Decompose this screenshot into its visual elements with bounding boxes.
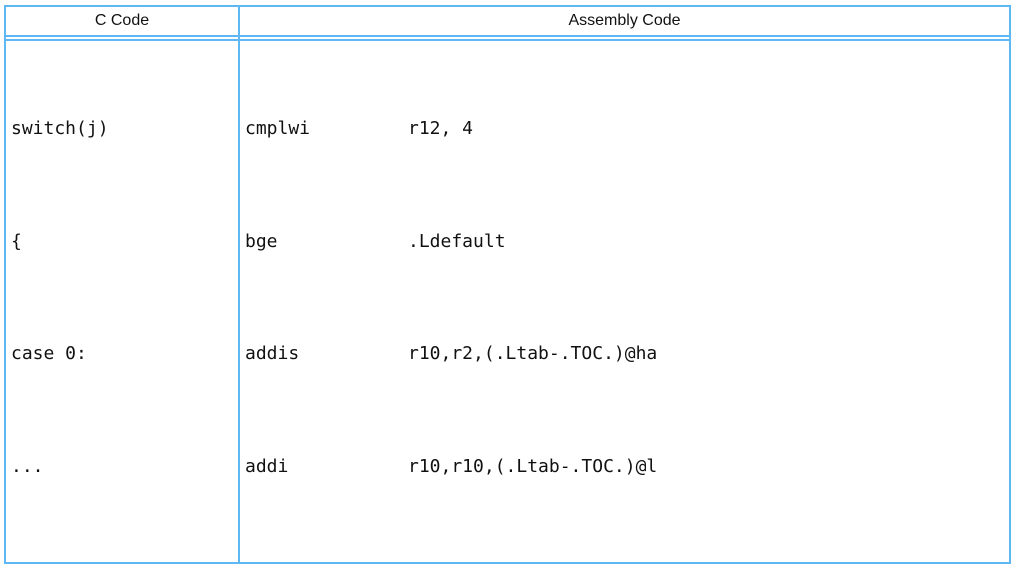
assembly-mnemonic: bge xyxy=(245,230,278,252)
assembly-mnemonic: addi xyxy=(245,455,289,477)
c-code-block: switch(j) { case 0: ... case 1: ... case… xyxy=(6,41,238,562)
assembly-mnemonic: addis xyxy=(245,343,300,364)
assembly-code-cell: cmplwi r12, 4 bge .Ldefault addis r10,r2,(.… xyxy=(240,41,1009,562)
assembly-operands: r10,r10,(.Ltab-.TOC.)@l xyxy=(408,455,658,477)
header-separator-divider xyxy=(6,37,240,39)
table-header-row: C Code Assembly Code xyxy=(6,7,1009,37)
column-header-assembly-code: Assembly Code xyxy=(568,12,681,29)
header-separator xyxy=(6,37,1009,41)
assembly-mnemonic: slwi xyxy=(245,560,408,562)
assembly-code-block: cmplwi r12, 4 bge .Ldefault addis r10,r2,(.… xyxy=(240,41,1009,562)
code-comparison-table: C Code Assembly Code switch(j) { case 0:… xyxy=(4,5,1011,564)
assembly-operands: r12, 4 xyxy=(408,118,474,139)
assembly-operands: .Ldefault xyxy=(408,230,506,252)
c-code-line: switch(j) xyxy=(11,118,109,139)
c-code-line: { xyxy=(11,230,22,252)
assembly-line: addi r10,r10,(.Ltab-.TOC.)@l xyxy=(245,448,1009,486)
c-code-cell: switch(j) { case 0: ... case 1: ... case… xyxy=(6,41,240,562)
assembly-line: bge .Ldefault xyxy=(245,223,1009,261)
assembly-operands: r10,r2,(.Ltab-.TOC.)@ha xyxy=(408,343,658,364)
column-header-c-code: C Code xyxy=(6,7,240,35)
table-body: switch(j) { case 0: ... case 1: ... case… xyxy=(6,41,1009,562)
assembly-mnemonic: cmplwi xyxy=(245,118,311,139)
assembly-line: cmplwi r12, 4 xyxy=(245,110,1009,148)
c-code-line: case 0: xyxy=(11,343,87,364)
c-code-line: case 1: xyxy=(11,560,238,562)
assembly-line: slwir12,2 xyxy=(245,560,1009,562)
c-code-line: ... xyxy=(11,455,44,477)
assembly-line: addis r10,r2,(.Ltab-.TOC.)@ha xyxy=(245,335,1009,373)
